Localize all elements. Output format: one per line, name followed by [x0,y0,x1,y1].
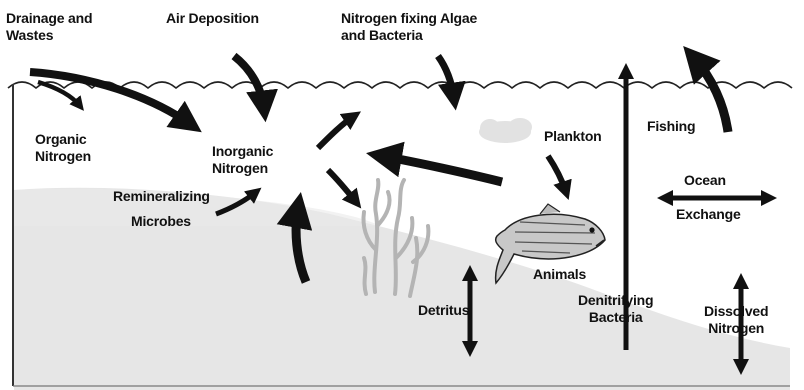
inorganic-to-seaweed-arrow [328,170,356,202]
drainage-to-organic-arrow [38,82,80,106]
nitrogen-fixing-label: Nitrogen fixing Algae and Bacteria [341,10,477,44]
plankton-cloud-icon [479,118,532,143]
fishing-label: Fishing [647,118,695,135]
drainage-arrow [30,72,190,124]
air-deposition-label: Air Deposition [166,10,259,27]
plankton-label: Plankton [544,128,602,145]
microbes-label: Microbes [131,213,191,230]
remineralizing-label: Remineralizing [113,188,210,205]
water-surface-line [8,82,792,88]
fishing-arrow [694,58,728,132]
nitrogen-fixing-arrow [438,56,454,98]
inorganic-to-plankton-arrow [318,116,354,148]
ocean-label: Ocean [684,172,726,189]
organic-nitrogen-label: Organic Nitrogen [35,131,91,165]
animals-label: Animals [533,266,586,283]
dissolved-nitrogen-label: Dissolved Nitrogen [704,303,768,337]
plankton-to-inorganic-arrow [382,156,502,182]
drainage-label: Drainage and Wastes [6,10,92,44]
inorganic-nitrogen-label: Inorganic Nitrogen [212,143,273,177]
exchange-label: Exchange [676,206,741,223]
denitrifying-label: Denitrifying Bacteria [578,292,653,326]
detritus-label: Detritus [418,302,469,319]
plankton-to-animals-arrow [548,156,566,192]
